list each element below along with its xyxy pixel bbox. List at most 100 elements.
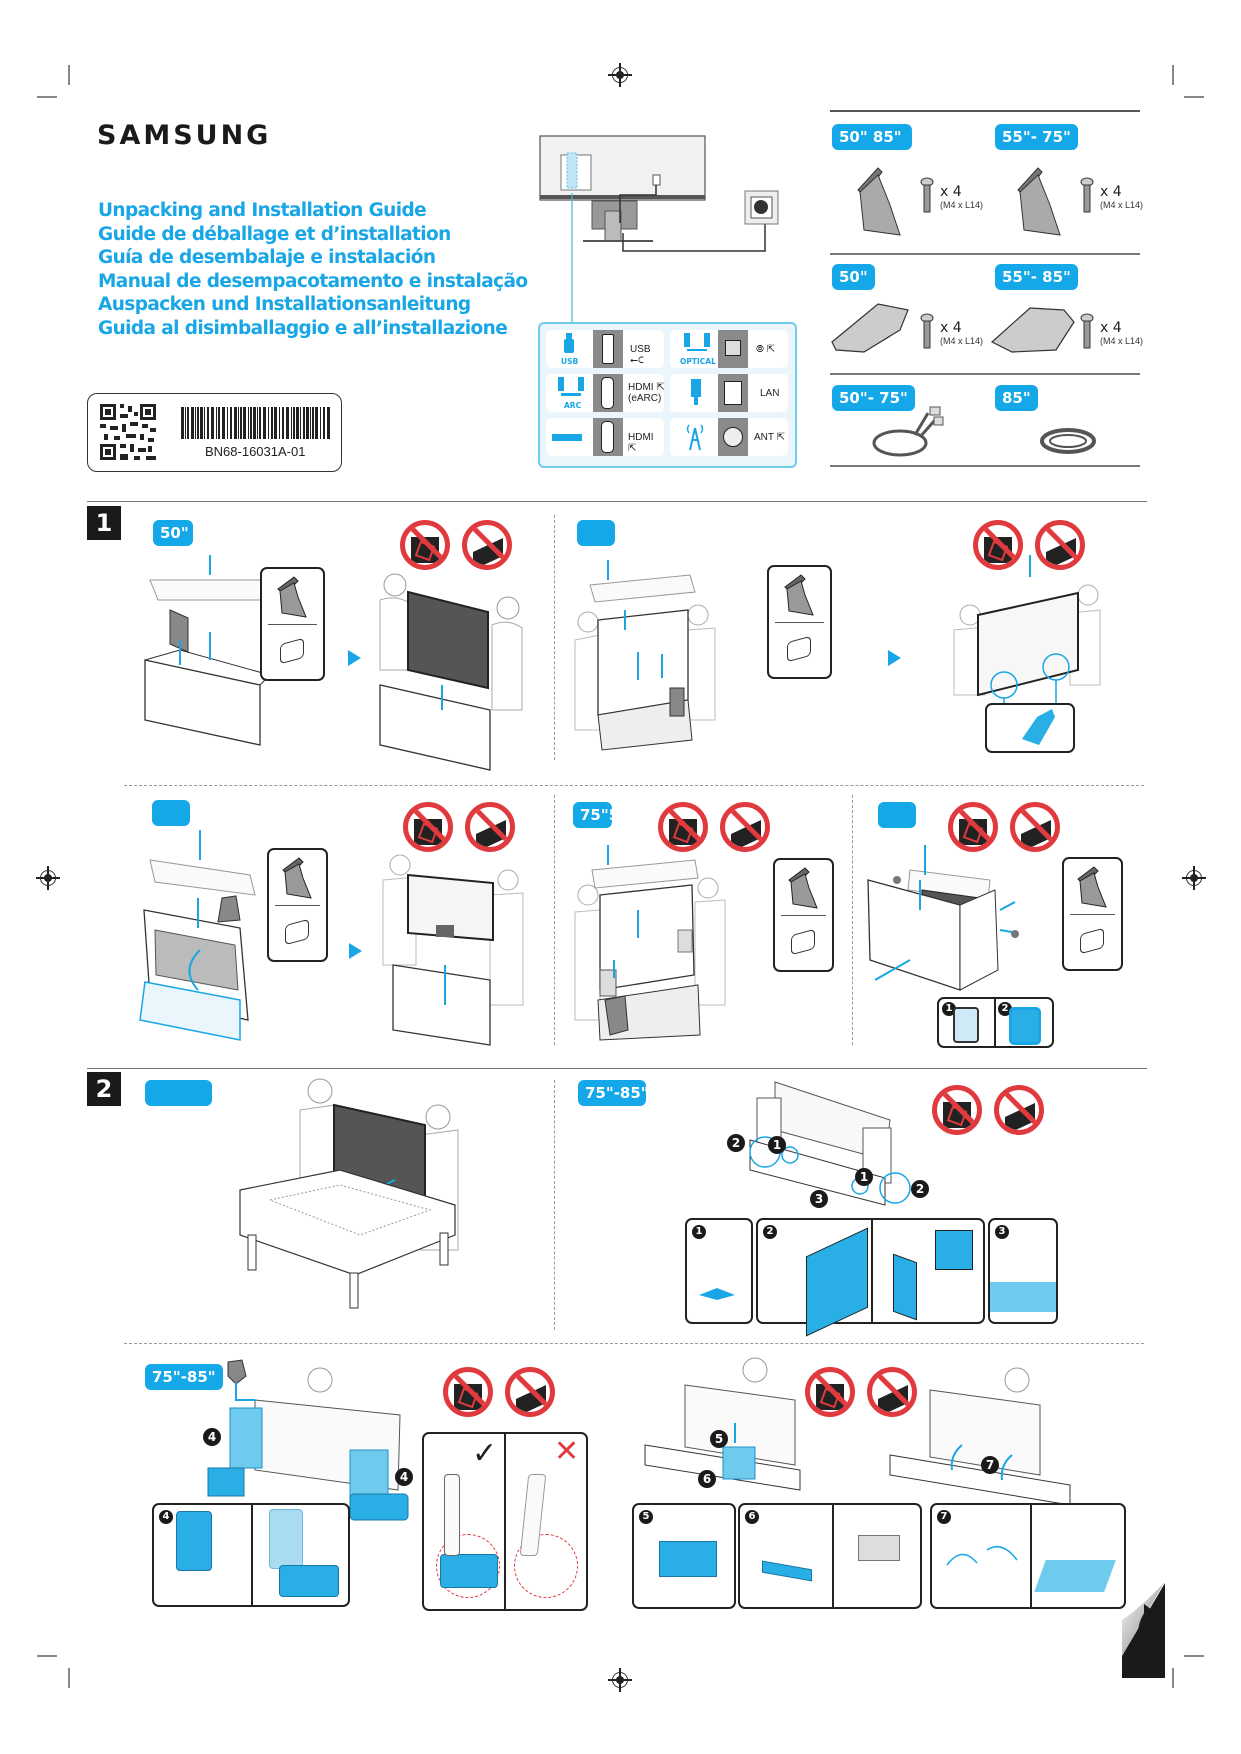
- stand-base-icon: [831, 303, 909, 353]
- parts-inset: [260, 567, 325, 681]
- hdmi-port-icon: [593, 374, 623, 412]
- callout-4: 4: [203, 1428, 221, 1446]
- barcode-bar: [327, 407, 330, 439]
- hand-grip-icon: [1022, 709, 1055, 745]
- highlight-circle: [514, 1534, 578, 1598]
- optical-port-icon: [718, 330, 748, 368]
- callout-5: 5: [639, 1510, 653, 1524]
- cushion-icon: [762, 1560, 812, 1582]
- barcode-bar: [230, 407, 232, 439]
- barcode-bar: [312, 407, 314, 439]
- people-lifting-tv-illustration: [953, 555, 1101, 713]
- barcode-bar: [263, 407, 266, 439]
- size-badge: 75"5: [573, 802, 612, 828]
- no-place-on-heat-icon: [505, 1367, 555, 1417]
- crop-mark: [1172, 65, 1174, 85]
- panel-divider: [554, 795, 555, 1045]
- no-press-screen-icon: [973, 520, 1023, 570]
- barcode-bar: [240, 407, 242, 439]
- box-panel-icon: [935, 1230, 973, 1270]
- callout-1: 1: [942, 1002, 956, 1016]
- screw-spec: (M4 x L14): [940, 200, 984, 210]
- screw-quantity: x 4: [940, 320, 962, 336]
- crop-mark: [1184, 1655, 1204, 1657]
- step-detail-inset-7: 7: [930, 1503, 1126, 1609]
- barcode-bar: [306, 407, 309, 439]
- callout-1: 1: [855, 1168, 873, 1186]
- inset-divider: [251, 1505, 253, 1605]
- callout-2: 2: [763, 1225, 777, 1239]
- antenna-icon: [686, 424, 704, 451]
- barcode-bar: [279, 407, 280, 439]
- inset-divider: [275, 905, 320, 906]
- box-side-open-illustration: [867, 845, 1019, 991]
- box-panel-icon: [893, 1253, 917, 1321]
- hdmi-port-icon: [593, 418, 623, 456]
- no-touch-screen-icon: [465, 802, 515, 852]
- port-cell-hdmi: HDMI ⇱: [546, 418, 664, 456]
- size-badge: 50" 85": [832, 124, 912, 150]
- people-lifting-tv-illustration: [379, 573, 523, 771]
- callout-4: 4: [159, 1510, 173, 1524]
- crop-mark: [68, 1668, 70, 1688]
- samsung-logo: SAMSUNG: [97, 120, 272, 151]
- stand-leg-icon: [784, 574, 814, 616]
- stand-leg-icon: [1017, 167, 1061, 236]
- barcode-bar: [274, 407, 277, 439]
- next-step-arrow-icon: [888, 650, 901, 666]
- fold-flap-icon: [1034, 1560, 1116, 1592]
- size-badge: 50" 6: [153, 520, 193, 546]
- usb-port-icon: [593, 330, 623, 368]
- hands-fold-icon: [946, 1545, 1018, 1566]
- no-press-screen-icon: [932, 1085, 982, 1135]
- unbox-vertical-illustration: [574, 845, 726, 1041]
- barcode-bar: [323, 407, 325, 439]
- no-touch-screen-icon: [720, 802, 770, 852]
- stand-base-icon: [990, 307, 1075, 353]
- screw-icon: [920, 313, 934, 349]
- tv-back-connection-illustration: [539, 135, 779, 323]
- inset-divider: [504, 1434, 506, 1609]
- port-cell-usb: USB USB ⭠⊂: [546, 330, 664, 368]
- title-de: Auspacken und Installationsanleitung: [98, 294, 471, 315]
- inset-divider: [268, 624, 317, 625]
- barcode-bar: [200, 407, 203, 439]
- panel-divider: [124, 785, 1144, 786]
- title-pt: Manual de desempacotamento e instalação: [98, 270, 528, 292]
- barcode-bar: [282, 407, 284, 439]
- size-badge: 50"- 75": [832, 385, 915, 411]
- step-detail-inset-2: 2: [756, 1218, 985, 1337]
- screw-spec: (M4 x L14): [1100, 200, 1144, 210]
- crop-mark: [68, 65, 70, 85]
- screw-icon: [1080, 313, 1094, 349]
- next-step-arrow-icon: [349, 943, 362, 959]
- barcode-bar: [271, 407, 273, 439]
- clip-icon: [1009, 1007, 1041, 1045]
- no-press-screen-icon: [805, 1367, 855, 1417]
- usb-drive-icon: [564, 333, 574, 353]
- panel-divider: [554, 515, 555, 760]
- port-cell-antenna: ANT ⇱: [670, 418, 788, 456]
- next-step-arrow-icon: [348, 650, 361, 666]
- inset-divider: [1070, 914, 1115, 915]
- barcode-bar: [234, 407, 237, 439]
- barcode-bar: [300, 407, 301, 439]
- port-label: LAN: [760, 388, 780, 399]
- barcode-bar: [310, 407, 311, 439]
- part-code: BN68-16031A-01: [205, 444, 306, 459]
- panel-divider: [554, 1080, 555, 1330]
- tv-in-packaging-illustration: [749, 1081, 911, 1206]
- port-cell-hdmi-earc: ARC HDMI ⇱ (eARC): [546, 374, 665, 412]
- no-place-on-heat-icon: [867, 1367, 917, 1417]
- cushion-icon: [349, 1493, 409, 1521]
- parts-inset: [267, 848, 328, 962]
- callout-6: 6: [698, 1470, 716, 1488]
- callout-2: 2: [998, 1002, 1012, 1016]
- cross-mark-icon: ✕: [554, 1434, 580, 1469]
- unbox-illustration: [144, 555, 271, 746]
- inset-divider: [775, 622, 824, 623]
- tv-in-base-illustration: [644, 1357, 801, 1491]
- registration-mark-icon: [608, 63, 632, 87]
- barcode-bar: [222, 407, 225, 439]
- section-divider: [87, 1068, 1147, 1069]
